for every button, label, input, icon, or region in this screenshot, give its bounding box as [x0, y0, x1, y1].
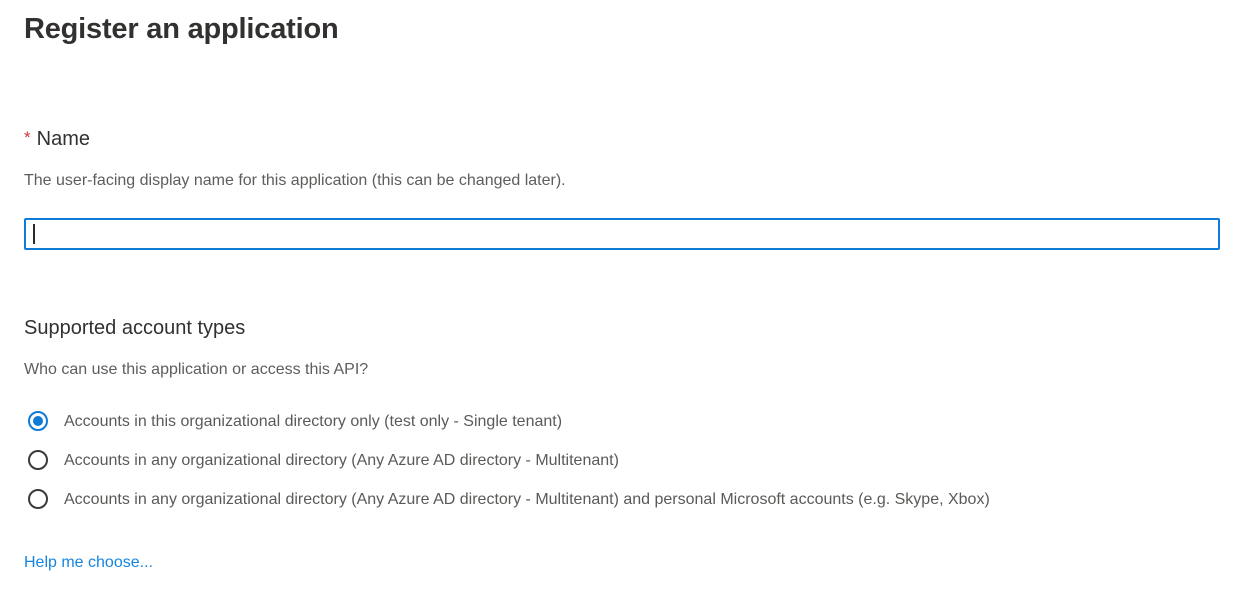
account-type-option-label: Accounts in any organizational directory…	[64, 490, 990, 508]
page-title: Register an application	[24, 13, 339, 45]
name-field-label-row: * Name	[24, 125, 1234, 152]
name-input[interactable]	[24, 218, 1220, 250]
supported-account-types-heading: Supported account types	[24, 317, 246, 339]
supported-account-types-question: Who can use this application or access t…	[24, 361, 369, 378]
account-type-option[interactable]: Accounts in any organizational directory…	[24, 448, 1234, 472]
help-me-choose-link[interactable]: Help me choose...	[24, 554, 153, 571]
required-asterisk: *	[24, 128, 31, 147]
account-type-radio-group: Accounts in this organizational director…	[24, 409, 1234, 511]
account-type-option[interactable]: Accounts in any organizational directory…	[24, 487, 1234, 511]
name-field-description: The user-facing display name for this ap…	[24, 172, 566, 189]
name-input-wrap	[24, 218, 1220, 250]
register-application-page: Register an application * Name The user-f…	[24, 13, 1234, 571]
account-type-option[interactable]: Accounts in this organizational director…	[24, 409, 1234, 433]
name-field-label: Name	[36, 128, 90, 150]
account-type-option-label: Accounts in any organizational directory…	[64, 451, 619, 469]
account-type-option-label: Accounts in this organizational director…	[64, 412, 563, 430]
radio-unselected-icon[interactable]	[28, 489, 48, 509]
radio-unselected-icon[interactable]	[28, 450, 48, 470]
radio-selected-icon[interactable]	[28, 411, 48, 431]
